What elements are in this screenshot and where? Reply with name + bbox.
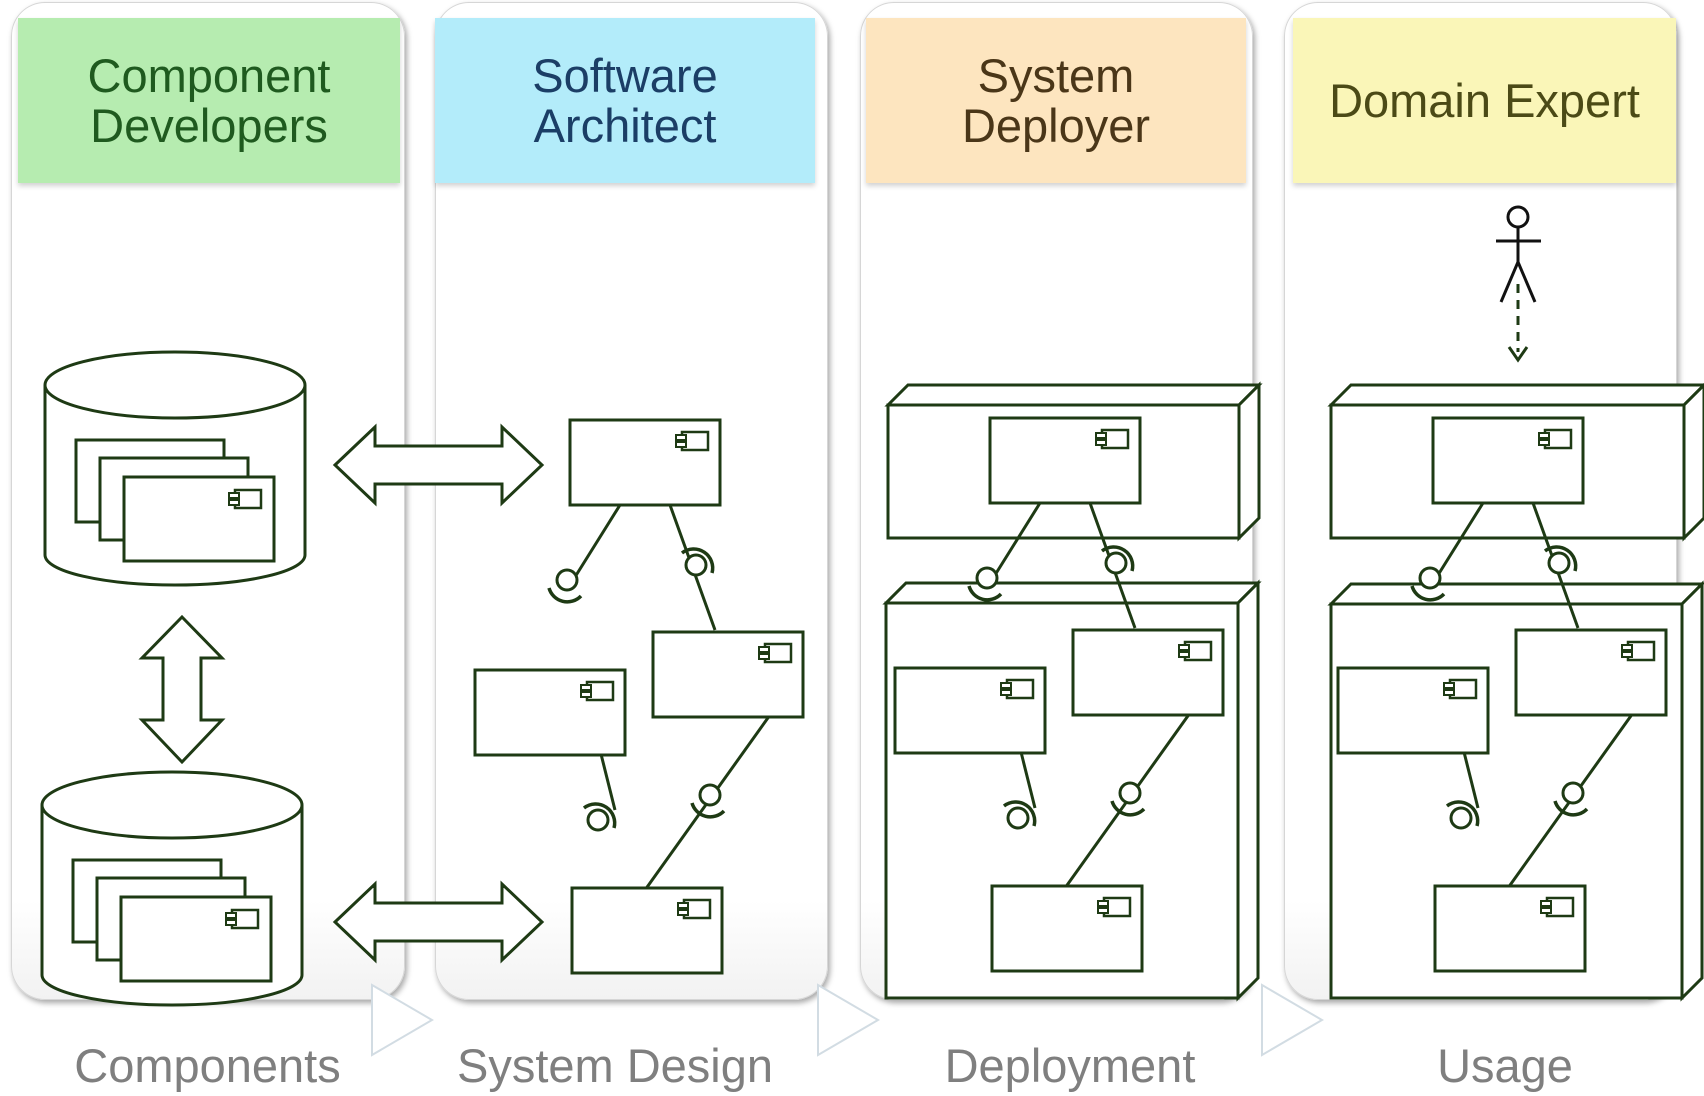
- phase-label-deployment: Deployment: [944, 1039, 1196, 1092]
- database-icon: [40, 770, 304, 1007]
- phase-arrow-icon: [371, 983, 434, 1057]
- header-title: Domain Expert: [1329, 73, 1640, 127]
- header-title: Software Architect: [532, 48, 718, 152]
- phase-label-system-design: System Design: [456, 1039, 774, 1092]
- double-arrow-icon: [332, 880, 545, 964]
- header-title: System Deployer: [961, 48, 1151, 152]
- usage-arrow: [1507, 284, 1529, 363]
- header-domain-expert: Domain Expert: [1293, 18, 1676, 183]
- phase-arrow-icon: [1261, 983, 1324, 1057]
- actor-icon: [1496, 205, 1541, 303]
- phase-arrow-icon: [817, 983, 880, 1057]
- phase-label-usage: Usage: [1437, 1039, 1573, 1092]
- header-software-architect: Software Architect: [435, 18, 815, 183]
- header-component-developers: Component Developers: [18, 18, 400, 183]
- double-arrow-icon: [138, 614, 226, 765]
- header-title: Component Developers: [87, 48, 331, 152]
- phase-label-components: Components: [74, 1039, 341, 1092]
- component-network: [475, 420, 803, 973]
- header-system-deployer: System Deployer: [866, 18, 1246, 183]
- database-icon: [43, 350, 307, 587]
- double-arrow-icon: [332, 423, 545, 507]
